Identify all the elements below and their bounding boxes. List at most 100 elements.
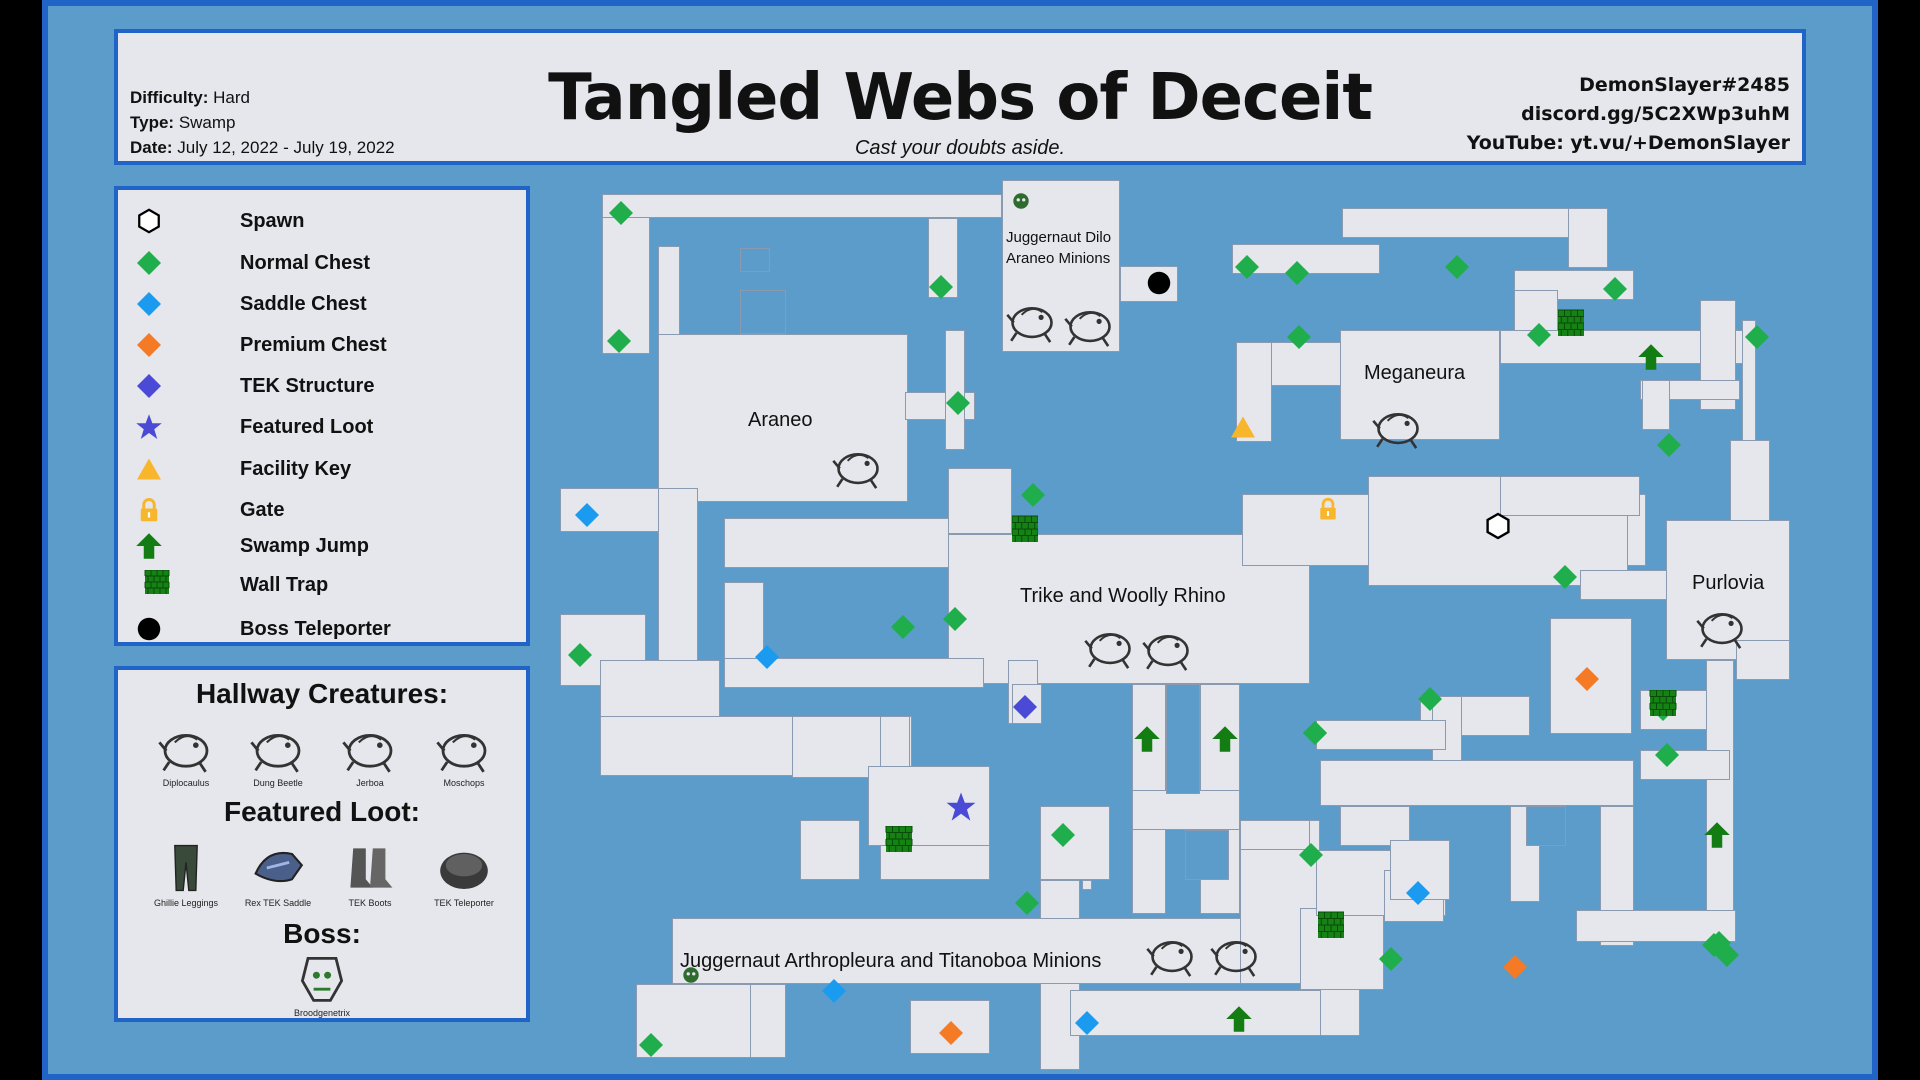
- creature-icon: [1006, 307, 1053, 343]
- normal-chest-marker: [1376, 944, 1406, 979]
- diamond-icon: [939, 1021, 963, 1045]
- wall-trap-marker: [1557, 300, 1585, 351]
- diamond-icon: [137, 292, 161, 316]
- diamond-icon: [1287, 325, 1311, 349]
- legend-item: Wall Trap: [118, 569, 526, 600]
- saddle-chest-marker: [752, 642, 782, 677]
- normal-chest-marker: [1524, 320, 1554, 355]
- map-floor: [724, 582, 764, 662]
- diamond-icon: [755, 645, 779, 669]
- diamond-icon: [1021, 483, 1045, 507]
- saddle-chest-marker: [819, 976, 849, 1011]
- normal-chest-marker: [1284, 322, 1314, 357]
- type-value: Swamp: [178, 113, 236, 132]
- legend-item: Gate: [118, 495, 526, 525]
- triangle-icon: [137, 458, 161, 480]
- creature-icon: [158, 734, 209, 773]
- map-label-meganeura: Meganeura: [1364, 362, 1466, 384]
- date-value: July 12, 2022 - July 19, 2022: [177, 138, 395, 157]
- normal-chest-marker: [1282, 258, 1312, 293]
- brick-wall-icon: [1557, 309, 1585, 336]
- featured-loot-marker: [944, 790, 978, 829]
- map-meta: Difficulty: Hard Type: Swamp Date: July …: [130, 85, 395, 160]
- brick-wall-icon: [1649, 689, 1677, 716]
- map-label-trike: Trike and Woolly Rhino: [1020, 585, 1226, 607]
- legend-label: Boss Teleporter: [240, 618, 391, 640]
- lock-icon: [1320, 497, 1336, 520]
- diamond-icon: [1075, 1011, 1099, 1035]
- diamond-icon: [1707, 931, 1731, 955]
- diamond-icon: [639, 1033, 663, 1057]
- thumbnail: Jerboa: [330, 720, 410, 788]
- normal-chest-marker: [1232, 252, 1262, 287]
- boss-teleporter-marker: [1144, 268, 1174, 303]
- normal-chest-marker: [940, 604, 970, 639]
- creature-icon: [436, 734, 487, 773]
- diamond-icon: [1406, 881, 1430, 905]
- thumbnail-caption: Moschops: [443, 778, 485, 788]
- credit-user: DemonSlayer#2485: [1579, 74, 1790, 96]
- diamond-icon: [137, 333, 161, 357]
- legend-label: Premium Chest: [240, 334, 387, 356]
- diamond-icon: [575, 503, 599, 527]
- creature-icon: [832, 440, 884, 497]
- saddle-chest-marker: [1403, 878, 1433, 913]
- credits: DemonSlayer#2485 discord.gg/5C2XWp3uhM Y…: [1467, 71, 1790, 158]
- diamond-icon: [1657, 433, 1681, 457]
- wall-trap-marker: [876, 825, 922, 857]
- brick-wall-icon: [885, 825, 913, 852]
- arrow-up-icon: [1704, 822, 1730, 848]
- premium-chest-marker: [1500, 952, 1530, 987]
- normal-chest-marker: [1415, 684, 1445, 719]
- normal-chest-marker: [604, 326, 634, 361]
- thumbnail-caption: Jerboa: [356, 778, 384, 788]
- premium-chest-marker: [936, 1018, 966, 1053]
- swamp-jump-marker: [1702, 820, 1732, 855]
- page-title: Tangled Webs of Deceit: [548, 61, 1373, 135]
- teleporter-icon: [440, 852, 488, 889]
- diamond-icon: [1285, 261, 1309, 285]
- diamond-icon: [1445, 255, 1469, 279]
- thumbnail: Rex TEK Saddle: [238, 840, 318, 908]
- diamond-icon: [1553, 565, 1577, 589]
- map-floor: [724, 518, 954, 568]
- thumbnail-caption: TEK Boots: [348, 898, 392, 908]
- normal-chest-marker: [1296, 840, 1326, 875]
- legend-label: Featured Loot: [240, 416, 374, 438]
- map-floor: [1316, 720, 1446, 750]
- saddle-icon: [254, 852, 304, 883]
- normal-chest-marker: [943, 388, 973, 423]
- creature-icon: [1210, 941, 1257, 977]
- normal-chest-marker: [1742, 322, 1772, 357]
- triangle-icon: [1231, 416, 1255, 438]
- diamond-icon: [568, 643, 592, 667]
- creature-icon: [1372, 413, 1419, 449]
- credit-youtube: YouTube: yt.vu/+DemonSlayer: [1466, 132, 1790, 154]
- map-wall: [740, 290, 786, 334]
- thumbnail: Diplocaulus: [146, 720, 226, 788]
- map-floor: [1642, 380, 1670, 430]
- map-floor: [1070, 990, 1360, 1036]
- map-floor: [724, 658, 984, 688]
- legend-symbol: [134, 371, 174, 401]
- legend-symbol: [134, 289, 174, 319]
- creature-icon: [1084, 620, 1136, 677]
- creature-icon: [1696, 600, 1748, 657]
- map-wall: [740, 248, 770, 272]
- normal-chest-marker: [888, 612, 918, 647]
- diamond-icon: [1051, 823, 1075, 847]
- thumbnail: TEK Teleporter: [424, 840, 504, 908]
- diamond-icon: [609, 201, 633, 225]
- normal-chest-marker: [1654, 430, 1684, 465]
- diamond-icon: [1015, 891, 1039, 915]
- map-floor: [1342, 208, 1602, 238]
- wall-trap-marker: [1317, 902, 1345, 953]
- tek-structure-marker: [1010, 692, 1040, 727]
- normal-chest-marker: [606, 198, 636, 233]
- normal-chest-marker: [1018, 480, 1048, 515]
- diamond-icon: [137, 251, 161, 275]
- diamond-icon: [1299, 843, 1323, 867]
- legend-item: TEK Structure: [118, 371, 526, 401]
- normal-chest-marker: [1012, 888, 1042, 923]
- map-floor: [948, 468, 1012, 534]
